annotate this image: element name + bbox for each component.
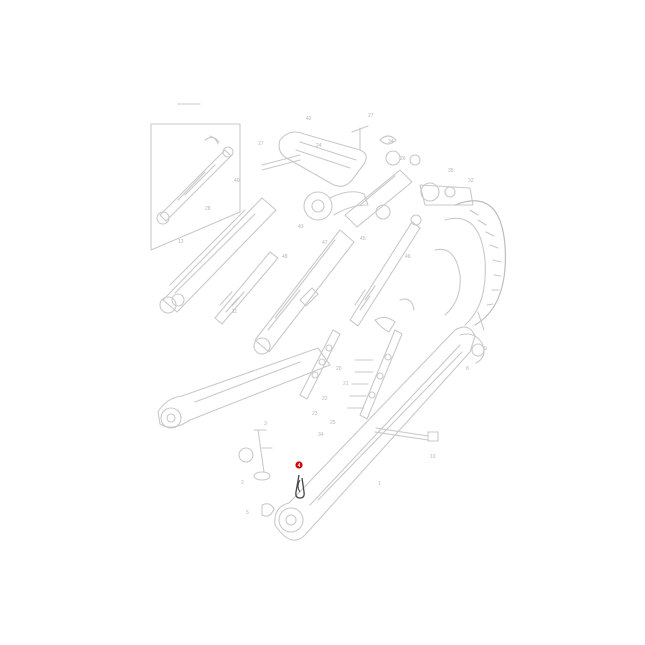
lift-rod-centre: [253, 229, 355, 355]
check-chain: [299, 298, 415, 420]
callout-40: 40: [234, 178, 240, 184]
callout-11: 11: [232, 309, 237, 315]
highlighted-lynch-pin: 4: [295, 461, 305, 499]
callout-numbers: 42 27 24 34 26 35 32 27 40 43 45 46 47 4…: [178, 113, 487, 516]
callout-13: 13: [178, 239, 184, 245]
lower-link-left: [157, 347, 331, 429]
callout-43: 43: [298, 224, 304, 230]
callout-34b: 34: [318, 432, 324, 438]
callout-1: 1: [378, 481, 381, 487]
callout-32: 32: [468, 178, 474, 184]
top-link-assembly: [261, 125, 369, 221]
lift-rod-left: [159, 197, 279, 325]
levelling-box: [344, 135, 421, 228]
callout-20: 20: [336, 366, 342, 372]
callout-28: 28: [205, 206, 211, 212]
callout-48: 48: [282, 254, 288, 260]
callout-10: 10: [430, 454, 436, 460]
lower-link-right: [274, 311, 485, 541]
callout-26: 26: [400, 156, 406, 162]
pivot-rod-right: [349, 182, 474, 327]
callout-47: 47: [322, 240, 328, 246]
callout-8: 8: [466, 366, 469, 372]
callout-23: 23: [312, 411, 318, 417]
callout-24: 24: [316, 143, 322, 149]
callout-22: 22: [322, 396, 328, 402]
highlight-marker: [295, 461, 303, 469]
callout-3: 3: [264, 421, 267, 427]
highlight-label: 4: [298, 463, 301, 469]
inset-detail-box: [150, 123, 241, 251]
callout-46: 46: [405, 254, 411, 260]
bolt-10: [374, 427, 439, 442]
callout-2: 2: [241, 480, 244, 486]
linch-pin-parts: [238, 429, 275, 517]
callout-27: 27: [368, 113, 374, 119]
callout-34: 34: [388, 139, 394, 145]
callout-35: 35: [448, 168, 454, 174]
callout-21: 21: [343, 381, 349, 387]
callout-5: 5: [246, 510, 249, 516]
callout-27b: 27: [258, 141, 264, 147]
callout-25: 25: [330, 420, 336, 426]
callout-42: 42: [306, 116, 312, 122]
callout-45: 45: [360, 236, 366, 242]
tractor-wheel: [434, 200, 507, 326]
callout-9: 9: [484, 346, 487, 352]
